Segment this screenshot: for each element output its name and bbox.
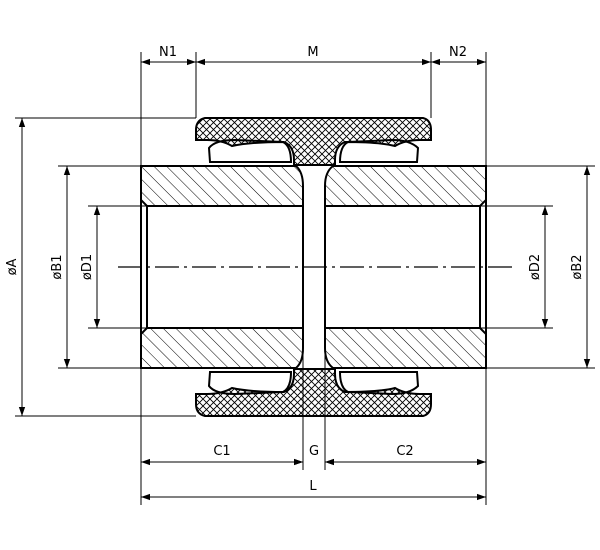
label-b1: øB1 — [50, 254, 65, 279]
right-hub — [324, 165, 487, 369]
label-l: L — [309, 479, 317, 494]
outer-ring — [195, 117, 432, 417]
label-n1: N1 — [159, 45, 177, 60]
dimension-labels: N1 M N2 øA øB1 øD1 øD2 øB2 C1 G C2 L — [5, 45, 585, 494]
label-d1: øD1 — [80, 254, 95, 280]
dimension-lines — [18, 58, 591, 501]
label-g: G — [309, 444, 319, 459]
label-b2: øB2 — [570, 254, 585, 279]
outer-ring-bottom — [195, 368, 432, 417]
label-c1: C1 — [213, 444, 230, 459]
label-a: øA — [5, 258, 20, 275]
label-c2: C2 — [396, 444, 413, 459]
label-m: M — [307, 45, 318, 60]
label-d2: øD2 — [528, 254, 543, 280]
outer-ring-top — [195, 117, 432, 166]
label-n2: N2 — [449, 45, 467, 60]
